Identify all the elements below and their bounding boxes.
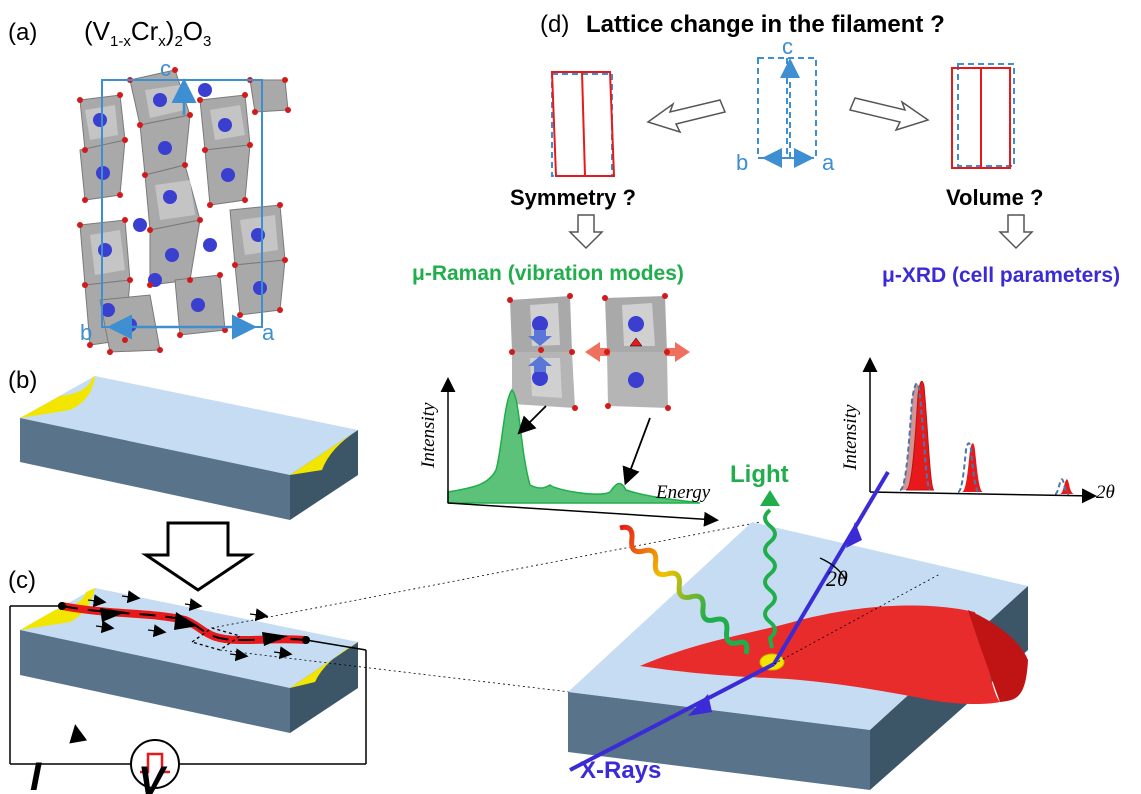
reference-cell <box>757 57 817 159</box>
light-arrow-icon <box>760 490 780 506</box>
xray-arrow-in-icon <box>688 694 712 716</box>
light-label: Light <box>730 461 789 488</box>
symmetry-cell <box>550 71 616 177</box>
vibration-mode-1 <box>507 293 578 411</box>
current-arrow-icon <box>69 724 88 744</box>
panel-label-d: (d) <box>540 11 569 38</box>
zoom-line-top <box>211 521 761 629</box>
panel-label-a: (a) <box>8 19 37 46</box>
raman-xlabel: Energy <box>655 482 711 503</box>
xray-label: X-Rays <box>580 757 661 784</box>
current-label: I <box>30 755 42 794</box>
right-hollow-arrow-icon <box>848 97 930 132</box>
cell-axis-a: a <box>822 150 835 175</box>
xrd-ylabel: Intensity <box>840 404 861 471</box>
xrd-xlabel: 2θ <box>1096 482 1115 503</box>
raman-ylabel: Intensity <box>418 402 439 469</box>
xray-beam-diffracted <box>772 470 890 666</box>
panel-label-b: (b) <box>8 367 37 394</box>
xray-arrow-out-icon <box>846 522 862 548</box>
left-hollow-arrow-icon <box>646 99 727 134</box>
pristine-slab <box>20 376 358 520</box>
two-theta-angle: 2θ <box>826 566 848 591</box>
xrd-label: μ-XRD (cell parameters) <box>882 264 1120 287</box>
cell-axis-b: b <box>736 150 748 175</box>
raman-label: μ-Raman (vibration modes) <box>412 262 684 285</box>
volume-down-arrow-icon <box>998 214 1034 250</box>
axis-label-a: a <box>262 320 275 345</box>
zoom-line-bottom <box>219 649 571 693</box>
volume-cell <box>951 63 1015 169</box>
symmetry-label: Symmetry ? <box>510 185 636 210</box>
axis-label-c: c <box>160 56 171 81</box>
panel-label-c: (c) <box>8 567 36 594</box>
axis-label-b: b <box>80 320 92 345</box>
cell-axis-c: c <box>782 34 793 59</box>
formula: (V1-xCrx)2O3 <box>84 16 211 50</box>
volume-label: Volume ? <box>946 185 1043 210</box>
voltage-label: V <box>138 759 168 794</box>
raman-plot <box>440 377 719 527</box>
angle-arc <box>819 557 847 581</box>
down-arrow-icon <box>141 521 255 592</box>
filament-slab <box>20 588 358 733</box>
scattered-light-wave <box>619 524 750 655</box>
incident-light-wave <box>763 508 777 649</box>
crystal-structure <box>77 67 291 355</box>
figure-title: Lattice change in the filament ? <box>586 11 945 38</box>
reference-line <box>773 573 941 665</box>
xrd-plot <box>862 357 1097 504</box>
symmetry-down-arrow-icon <box>568 214 604 250</box>
xray-beam-incident <box>569 662 775 772</box>
vibration-mode-2 <box>585 293 690 411</box>
zoomed-slab <box>568 522 1028 790</box>
circuit <box>9 605 367 789</box>
